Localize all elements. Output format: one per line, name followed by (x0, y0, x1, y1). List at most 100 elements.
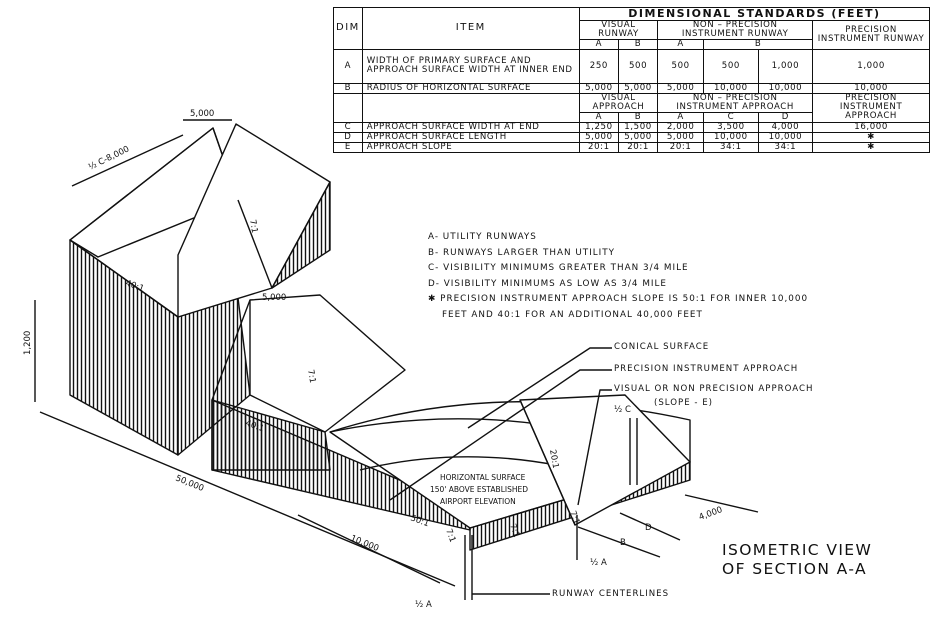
row-b-v6: 10,000 (812, 82, 930, 94)
label-half-c: ½ C (614, 405, 631, 415)
label-horizontal-2: 150' ABOVE ESTABLISHED (430, 485, 528, 494)
row-a-v5: 1,000 (757, 48, 814, 84)
leader-visual (577, 389, 612, 506)
row-c-item: APPROACH SURFACE WIDTH AT END (361, 121, 580, 133)
row-d-v6: ✱ (812, 131, 930, 143)
label-4000: 4,000 (698, 505, 724, 523)
header-nonprecision-runway: NON – PRECISION INSTRUMENT RUNWAY (657, 19, 814, 40)
row-e-item: APPROACH SLOPE (361, 141, 580, 153)
row-d-v4: 10,000 (703, 131, 759, 143)
row-b-item: RADIUS OF HORIZONTAL SURFACE (361, 82, 580, 94)
label-50000: 50,000 (174, 474, 205, 494)
row-a-v2: 500 (617, 48, 659, 84)
dim-line-d (619, 512, 681, 541)
label-slope-7-1-mid: 7:1 (305, 369, 317, 384)
row-e-v5: 34:1 (757, 141, 814, 153)
row-b-v3: 5,000 (657, 82, 705, 94)
header-col-b: B (617, 38, 659, 50)
label-slope-7-1-c: 7:1 (567, 510, 581, 526)
row-c-v2: 1,500 (617, 121, 659, 133)
callout-slope-e: (SLOPE - E) (654, 398, 714, 408)
header-item: ITEM (361, 7, 580, 50)
row-b-v1: 5,000 (578, 82, 619, 94)
header2-col-a2: A (657, 111, 705, 123)
callout-precision-approach: PRECISION INSTRUMENT APPROACH (614, 364, 799, 374)
leader-precision (389, 369, 612, 501)
label-half-a-right: ½ A (590, 558, 607, 568)
header2-col-a: A (578, 111, 619, 123)
row-a-v6: 1,000 (812, 48, 930, 84)
row-c-v3: 2,000 (657, 121, 705, 133)
row-e-v1: 20:1 (578, 141, 619, 153)
leader-conical (467, 347, 612, 429)
row-c-v5: 4,000 (757, 121, 814, 133)
label-slope-7-1-b: 7:1 (507, 523, 521, 539)
header2-col-b: B (617, 111, 659, 123)
callout-runway-centerlines: RUNWAY CENTERLINES (552, 589, 670, 599)
dim-line-10000 (297, 514, 441, 584)
header-dim: DIM (333, 7, 363, 50)
label-slope-20-1: 20:1 (547, 449, 560, 470)
conical-surface-arc (329, 400, 691, 462)
note-a: A- UTILITY RUNWAYS (428, 232, 537, 242)
row-d-v3: 5,000 (657, 131, 705, 143)
row-d-v5: 10,000 (757, 131, 814, 143)
header-nonprecision-approach: NON – PRECISION INSTRUMENT APPROACH (657, 92, 814, 113)
blank-dim (333, 92, 363, 123)
dim-line-4000 (684, 494, 759, 513)
header-col-a2: A (657, 38, 705, 50)
blank-item (361, 92, 580, 123)
row-e-v4: 34:1 (703, 141, 759, 153)
row-e-v6: ✱ (812, 141, 930, 153)
header2-col-c: C (703, 111, 759, 123)
label-5000-top: 5,000 (190, 109, 214, 119)
table-title: DIMENSIONAL STANDARDS (FEET) (578, 7, 930, 21)
label-half-a-bottom: ½ A (415, 600, 432, 610)
row-c-v1: 1,250 (578, 121, 619, 133)
large-block-front-face (69, 239, 179, 456)
row-a-item: WIDTH OF PRIMARY SURFACE AND APPROACH SU… (361, 48, 580, 84)
label-b: B (620, 538, 626, 548)
row-d-item: APPROACH SURFACE LENGTH (361, 131, 580, 143)
visual-approach-edge (519, 399, 576, 526)
dim-line-c8000 (71, 134, 184, 187)
label-10000: 10,000 (349, 534, 380, 554)
row-b-v2: 5,000 (617, 82, 659, 94)
label-5000-mid: 5,000 (262, 293, 286, 303)
upper-transitional-face (177, 123, 331, 318)
header-visual-approach: VISUAL APPROACH (578, 92, 659, 113)
iso-line-2: OF SECTION A-A (722, 560, 867, 578)
row-a-v1: 250 (578, 48, 619, 84)
dim-line-b (577, 526, 661, 558)
iso-line-1: ISOMETRIC VIEW (722, 541, 873, 559)
row-c-v4: 3,500 (703, 121, 759, 133)
row-a-dim: A (333, 48, 363, 84)
isometric-view-caption: ISOMETRIC VIEW OF SECTION A-A (722, 541, 872, 579)
header-col-b2: B (703, 38, 814, 50)
row-a-v4: 500 (703, 48, 759, 84)
callout-visual-approach: VISUAL OR NON PRECISION APPROACH (614, 384, 814, 394)
row-b-v4: 10,000 (703, 82, 759, 94)
header-col-a: A (578, 38, 619, 50)
row-a-v3: 500 (657, 48, 705, 84)
row-d-dim: D (333, 131, 363, 143)
header2-col-d: D (757, 111, 814, 123)
notes-legend: A- UTILITY RUNWAYS B- RUNWAYS LARGER THA… (428, 230, 808, 323)
dimensional-standards-table: DIM ITEM DIMENSIONAL STANDARDS (FEET) VI… (333, 7, 930, 153)
middle-block-face (249, 294, 406, 433)
row-d-v1: 5,000 (578, 131, 619, 143)
header-precision-runway: PRECISION INSTRUMENT RUNWAY (812, 19, 930, 50)
upper-block-slope-edge (237, 199, 273, 289)
label-horizontal-3: AIRPORT ELEVATION (440, 497, 516, 506)
label-d: D (645, 523, 652, 533)
label-horizontal-1: HORIZONTAL SURFACE (440, 473, 526, 482)
row-d-v2: 5,000 (617, 131, 659, 143)
label-slope-7-1-top: 7:1 (247, 219, 259, 234)
note-b: B- RUNWAYS LARGER THAN UTILITY (428, 247, 615, 258)
header-precision-approach: PRECISION INSTRUMENT APPROACH (812, 92, 930, 123)
note-c: C- VISIBILITY MINIMUMS GREATER THAN 3/4 … (428, 263, 689, 273)
row-e-v3: 20:1 (657, 141, 705, 153)
row-e-v2: 20:1 (617, 141, 659, 153)
label-1200: 1,200 (23, 331, 33, 355)
